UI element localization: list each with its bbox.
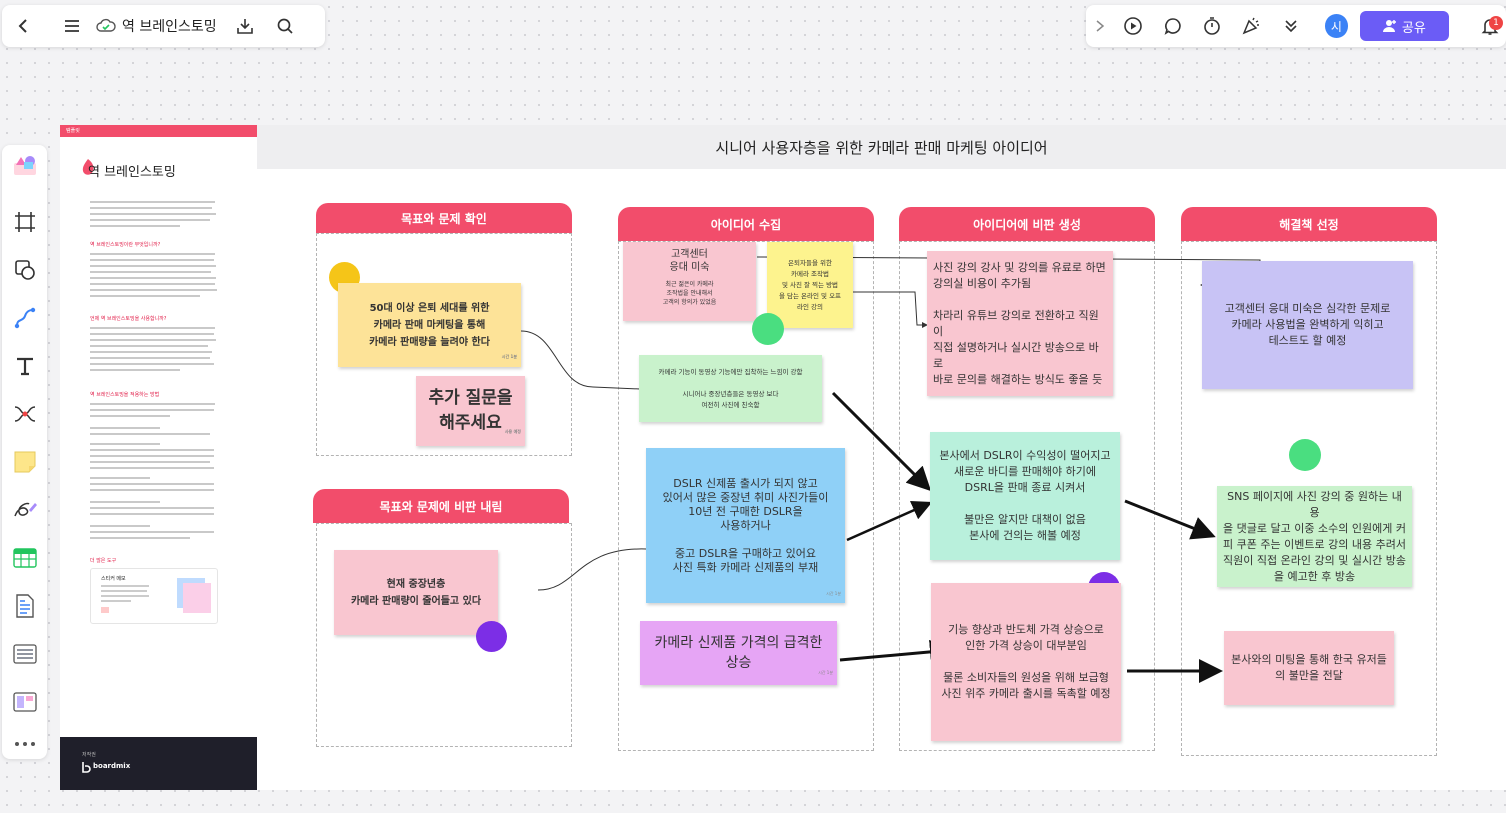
critique-header[interactable]: 아이디어에 비판 생성 (899, 207, 1155, 241)
template-icon[interactable] (8, 149, 42, 183)
pen-icon[interactable] (8, 493, 42, 527)
document-title[interactable]: 역 브레인스토밍 (122, 19, 217, 35)
doc-footer-label: 저작권 (82, 752, 96, 758)
green-marker-dot[interactable] (752, 313, 784, 345)
layout-icon[interactable] (8, 685, 42, 719)
doc-footer: 저작권 boardmix (60, 737, 257, 790)
shape-icon[interactable] (8, 253, 42, 287)
sticky-note-icon[interactable] (8, 445, 42, 479)
list-icon[interactable] (8, 637, 42, 671)
critique-goal-note[interactable]: 현재 중장년층 카메라 판매량이 줄어들고 있다 (334, 550, 498, 635)
search-icon[interactable] (269, 10, 301, 42)
goal-main-text: 50대 이상 은퇴 세대를 위한 카메라 판매 마케팅을 통해 카메라 판매량을… (369, 302, 490, 348)
connector-icon[interactable] (8, 301, 42, 335)
solution-meeting-text: 본사와의 미팅을 통해 한국 유저들 의 불만을 전달 (1231, 653, 1387, 682)
goal-header[interactable]: 목표와 문제 확인 (316, 203, 572, 233)
doc-section-title: 언제 역 브레인스토밍을 사용합니까? (90, 316, 167, 322)
expand-icon[interactable] (1086, 10, 1114, 42)
top-left-toolbar: 역 브레인스토밍 (2, 5, 325, 47)
back-icon[interactable] (8, 10, 40, 42)
connector-line[interactable] (537, 548, 647, 591)
critique-goal-frame (316, 523, 572, 747)
collect-video-text: 카메라 기능이 동영상 기능에만 집착하는 느낌이 강함 시니어나 중장년층들은… (658, 367, 803, 409)
solution-cs-note[interactable]: 고객센터 응대 미숙은 심각한 문제로 카메라 사용법을 완벽하게 익히고 테스… (1202, 261, 1413, 389)
play-icon[interactable] (1118, 10, 1149, 42)
connector-line[interactable] (852, 291, 928, 328)
critique-frame (899, 241, 1155, 751)
solution-sns-text: SNS 페이지에 사진 강의 중 원하는 내용 을 댓글로 달고 이중 소수의 … (1223, 489, 1406, 583)
collect-dslr-note[interactable]: DSLR 신제품 출시가 되지 않고 있어서 많은 중장년 취미 사진가들이 1… (646, 448, 845, 603)
goal-main-note[interactable]: 50대 이상 은퇴 세대를 위한 카메라 판매 마케팅을 통해 카메라 판매량을… (338, 283, 521, 367)
critique-goal-header[interactable]: 목표와 문제에 비판 내림 (313, 489, 569, 523)
critique-goal-text: 현재 중장년층 카메라 판매량이 줄어들고 있다 (350, 578, 482, 607)
solution-sns-note[interactable]: SNS 페이지에 사진 강의 중 원하는 내용 을 댓글로 달고 이중 소수의 … (1217, 486, 1412, 587)
solution-cs-text: 고객센터 응대 미숙은 심각한 문제로 카메라 사용법을 완벽하게 익히고 테스… (1224, 302, 1391, 347)
goal-extra-text: 추가 질문을 해주세요 (428, 388, 513, 433)
connector-line[interactable] (520, 330, 641, 390)
critique-lecture-text: 사진 강의 강사 및 강의를 유료로 하면 강의실 비용이 추가됨 차라리 유튜… (933, 260, 1106, 386)
solution-frame (1181, 241, 1437, 756)
connector-arrow[interactable] (831, 391, 932, 492)
avatar[interactable]: 시 (1324, 14, 1349, 38)
doc-top-label: 템플릿 (60, 125, 257, 137)
mindmap-icon[interactable] (8, 397, 42, 431)
text-icon[interactable] (8, 349, 42, 383)
bell-icon[interactable]: 1 (1475, 10, 1506, 42)
solution-header[interactable]: 해결책 선정 (1181, 207, 1437, 241)
collect-header[interactable]: 아이디어 수집 (618, 207, 874, 241)
collect-frame (618, 241, 874, 751)
timer-icon[interactable] (1196, 10, 1227, 42)
doc-brand: boardmix (93, 762, 131, 770)
solution-meeting-note[interactable]: 본사와의 미팅을 통해 한국 유저들 의 불만을 전달 (1224, 631, 1394, 705)
connector-arrow[interactable] (846, 500, 933, 542)
connector-arrow[interactable] (1124, 499, 1216, 540)
board-title[interactable]: 시니어 사용자층을 위한 카메라 판매 마케팅 아이디어 (715, 139, 1048, 157)
goal-frame (316, 233, 572, 456)
collect-video-note[interactable]: 카메라 기능이 동영상 기능에만 집착하는 느낌이 강함 시니어나 중장년층들은… (639, 355, 822, 422)
cloud-sync-icon (94, 10, 118, 42)
doc-section-title: 역 브레인스토밍을 적용하는 방법 (90, 392, 160, 398)
share-button[interactable]: 공유 (1360, 11, 1449, 41)
collect-price-text: 카메라 신제품 가격의 급격한 상승 (654, 635, 823, 671)
collect-cs-title: 고객센터 응대 미숙 (669, 249, 710, 273)
comment-icon[interactable] (1157, 10, 1188, 42)
more-icon[interactable] (1275, 10, 1306, 42)
doc-heading: 역 브레인스토밍 (88, 165, 176, 180)
document-icon[interactable] (8, 589, 42, 623)
doc-card-title: 스티커 메모 (101, 576, 126, 582)
left-toolbar (2, 145, 47, 759)
collect-cs-body: 최근 젊은이 카메라 조작법을 안내해서 고객의 항의가 있었음 (662, 281, 717, 306)
table-icon[interactable] (8, 541, 42, 575)
template-document[interactable]: 템플릿 역 브레인스토밍 역 브레인스토밍이란 무엇입니까? 언제 역 브레인스… (60, 125, 257, 790)
critique-lecture-note[interactable]: 사진 강의 강사 및 강의를 유료로 하면 강의실 비용이 추가됨 차라리 유튜… (927, 251, 1113, 396)
top-right-toolbar: 시 공유 1 (1086, 5, 1506, 47)
download-icon[interactable] (229, 10, 261, 42)
user-add-icon (1382, 20, 1396, 32)
critique-dslr-note[interactable]: 본사에서 DSLR이 수익성이 떨어지고 새로운 바디를 판매해야 하기에 DS… (930, 432, 1120, 560)
collect-retire-note[interactable]: 은퇴자들을 위한 카메라 조작법 및 사진 잘 찍는 방법 을 담는 온라인 및… (767, 242, 853, 328)
collect-cs-note[interactable]: 고객센터 응대 미숙 최근 젊은이 카메라 조작법을 안내해서 고객의 항의가 … (623, 242, 756, 321)
menu-icon[interactable] (56, 10, 88, 42)
share-label: 공유 (1401, 20, 1426, 36)
green-marker-dot[interactable] (1289, 439, 1321, 471)
board-header (257, 125, 1506, 169)
more-tools-icon[interactable] (8, 727, 42, 761)
critique-dslr-text: 본사에서 DSLR이 수익성이 떨어지고 새로운 바디를 판매해야 하기에 DS… (939, 449, 1111, 542)
critique-price-note[interactable]: 기능 향상과 반도체 가격 상승으로 인한 가격 상승이 대부분임 물론 소비자… (931, 583, 1121, 741)
frame-icon[interactable] (8, 205, 42, 239)
doc-section-title: 역 브레인스토밍이란 무엇입니까? (90, 242, 161, 248)
celebrate-icon[interactable] (1236, 10, 1267, 42)
collect-dslr-text: DSLR 신제품 출시가 되지 않고 있어서 많은 중장년 취미 사진가들이 1… (662, 476, 829, 574)
collect-retire-text: 은퇴자들을 위한 카메라 조작법 및 사진 잘 찍는 방법 을 담는 온라인 및… (778, 258, 842, 311)
purple-marker-dot[interactable] (476, 621, 507, 652)
doc-tool-card[interactable]: 스티커 메모 (90, 568, 218, 624)
critique-price-text: 기능 향상과 반도체 가격 상승으로 인한 가격 상승이 대부분임 물론 소비자… (941, 623, 1111, 700)
doc-logo-icon (82, 159, 94, 175)
notification-badge: 1 (1488, 16, 1503, 30)
doc-section-title: 더 많은 도구 (90, 558, 117, 564)
boardmix-logo-icon (82, 762, 91, 773)
board-canvas[interactable]: 시니어 사용자층을 위한 카메라 판매 마케팅 아이디어 목표와 문제 확인 목… (257, 125, 1506, 790)
